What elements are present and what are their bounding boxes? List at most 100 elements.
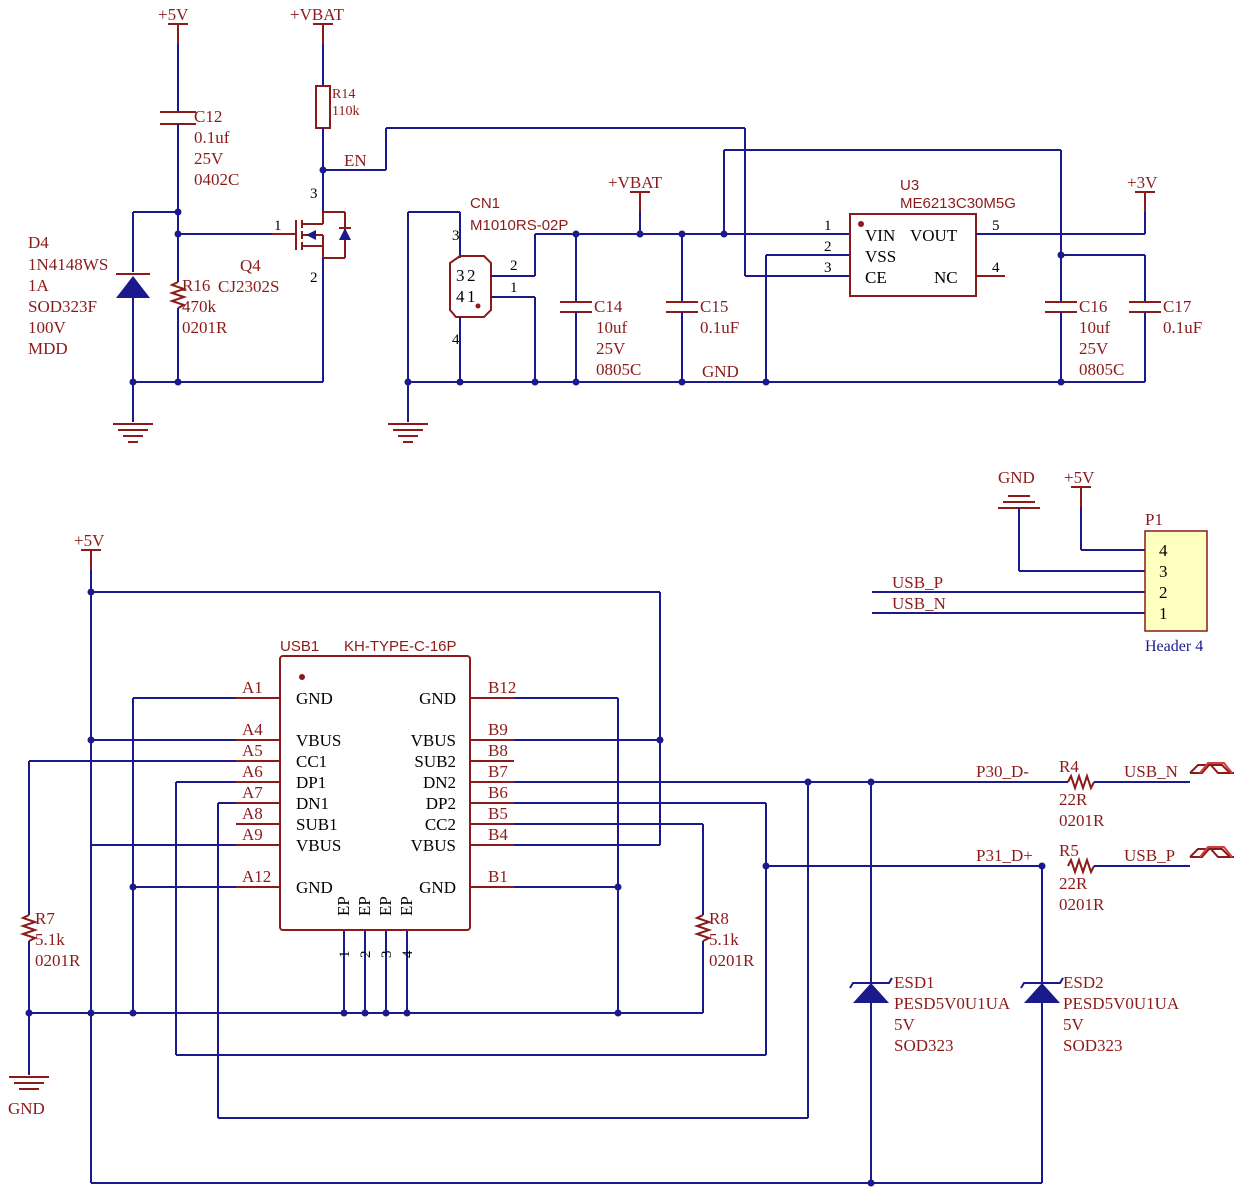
usb1-right-pin-2: B8: [488, 741, 508, 760]
usb1-left-label-6: VBUS: [296, 836, 341, 855]
cn1-pin-3: 3: [452, 228, 460, 244]
u3-pin-3: 3: [824, 260, 832, 276]
c14-value: 10uf: [596, 318, 628, 337]
usb1-left-label-4: DN1: [296, 794, 329, 813]
capacitor-c17: C17 0.1uF: [1129, 255, 1202, 382]
power-3v: +3V: [1127, 173, 1158, 212]
c12-ref: C12: [194, 107, 222, 126]
usb1-right-pin-0: B12: [488, 678, 516, 697]
r4-package: 0201R: [1059, 811, 1105, 830]
usb1-part: KH-TYPE-C-16P: [344, 638, 457, 655]
r8-ref: R8: [709, 909, 729, 928]
usb1-right-pin-3: B7: [488, 762, 508, 781]
resistor-r14: R14 110k: [315, 85, 359, 129]
port-symbol-usb-p: [1189, 846, 1234, 858]
usb1-left-pin-6: A9: [242, 825, 263, 844]
cn1-inner-4: 4: [456, 287, 465, 306]
usb1-left-pin-1: A4: [242, 720, 263, 739]
usb1-ref: USB1: [280, 638, 319, 655]
usb1-right-pin-5: B5: [488, 804, 508, 823]
r16-value: 470k: [182, 297, 217, 316]
cn1-part: M1010RS-02P: [470, 217, 568, 234]
cn1-pin-4: 4: [452, 332, 460, 348]
c12-package: 0402C: [194, 170, 239, 189]
u3-pin-5: 5: [992, 218, 1000, 234]
power-label-5v-top: +5V: [158, 5, 189, 24]
power-label-gnd-p1: GND: [998, 468, 1035, 487]
usb1-right-pin-7: B1: [488, 867, 508, 886]
capacitor-c14: C14 10uf 25V 0805C: [560, 234, 641, 382]
net-label-p30: P30_D-: [976, 762, 1029, 781]
usb1-right-pin-6: B4: [488, 825, 508, 844]
c16-voltage: 25V: [1079, 339, 1109, 358]
usb1-right-label-1: VBUS: [411, 731, 456, 750]
p1-part: Header 4: [1145, 638, 1203, 655]
r5-package: 0201R: [1059, 895, 1105, 914]
capacitor-c15: C15 0.1uF: [666, 234, 739, 382]
tvs-esd2: ESD2 PESD5V0U1UA 5V SOD323: [1020, 973, 1180, 1055]
power-vbat-mid: +VBAT: [608, 173, 663, 212]
c14-package: 0805C: [596, 360, 641, 379]
usb1-left-label-0: GND: [296, 689, 333, 708]
ground-symbol-usb: GND: [8, 1076, 49, 1118]
cn1-ref: CN1: [470, 195, 500, 212]
esd2-voltage: 5V: [1063, 1015, 1085, 1034]
d4-current: 1A: [28, 276, 50, 295]
usb-typec-connector: USB1 KH-TYPE-C-16P: [279, 638, 471, 931]
usb1-left-label-7: GND: [296, 878, 333, 897]
power-label-5v-p1: +5V: [1064, 468, 1095, 487]
tvs-esd1: ESD1 PESD5V0U1UA 5V SOD323: [849, 973, 1011, 1055]
usb1-ep-pin-2: 3: [379, 951, 395, 959]
power-5v-p1: +5V: [1064, 468, 1095, 507]
p1-pin-4: 4: [1159, 541, 1168, 560]
net-label-usb-p: USB_P: [892, 573, 943, 592]
power-5v-top: +5V: [158, 5, 189, 44]
u3-part: ME6213C30M5G: [900, 195, 1016, 212]
q4-pin-3: 3: [310, 186, 318, 202]
cn1-inner-3: 3: [456, 266, 465, 285]
r4-value: 22R: [1059, 790, 1088, 809]
usb1-right-label-6: VBUS: [411, 836, 456, 855]
u3-label-vin: VIN: [865, 226, 895, 245]
usb1-ep-pin-1: 2: [358, 951, 374, 959]
connector-cn1: 3 2 4 1 3 2 1 4 CN1 M1010RS-02P: [449, 195, 568, 348]
c12-voltage: 25V: [194, 149, 224, 168]
regulator-u3: U3 ME6213C30M5G 1 2 3 5 4 VIN VOUT VSS C…: [824, 177, 1016, 297]
cn1-inner-2: 2: [467, 266, 476, 285]
usb1-left-label-1: VBUS: [296, 731, 341, 750]
power-label-3v: +3V: [1127, 173, 1158, 192]
resistor-r5: R5 22R 0201R: [1059, 841, 1105, 914]
usb1-ep-label-1: EP: [355, 896, 374, 916]
usb1-right-label-0: GND: [419, 689, 456, 708]
net-label-usb-n: USB_N: [892, 594, 946, 613]
usb1-ep-label-0: EP: [334, 896, 353, 916]
usb1-left-pin-5: A8: [242, 804, 263, 823]
usb1-right-label-3: DN2: [423, 773, 456, 792]
usb1-left-pin-4: A7: [242, 783, 263, 802]
d4-manufacturer: MDD: [28, 339, 68, 358]
c16-value: 10uf: [1079, 318, 1111, 337]
net-label-gnd: GND: [702, 362, 739, 381]
p1-pin-2: 2: [1159, 583, 1168, 602]
c12-value: 0.1uf: [194, 128, 230, 147]
c15-value: 0.1uF: [700, 318, 739, 337]
power-gnd-p1: GND: [998, 468, 1040, 509]
net-label-en: EN: [344, 151, 367, 170]
r4-ref: R4: [1059, 757, 1079, 776]
r5-ref: R5: [1059, 841, 1079, 860]
resistor-r16: R16 470k 0201R: [168, 276, 228, 382]
cn1-inner-1: 1: [467, 287, 476, 306]
header-p1: P1 4 3 2 1 Header 4: [1144, 510, 1208, 655]
p1-pin-3: 3: [1159, 562, 1168, 581]
mosfet-q4: 1 3 2 Q4 CJ2302S: [218, 186, 351, 296]
net-label-p31: P31_D+: [976, 846, 1033, 865]
r7-ref: R7: [35, 909, 55, 928]
usb1-ep-label-2: EP: [376, 896, 395, 916]
esd2-package: SOD323: [1063, 1036, 1123, 1055]
usb1-left-pin-3: A6: [242, 762, 263, 781]
u3-label-ce: CE: [865, 268, 887, 287]
cn1-pin-2: 2: [510, 258, 518, 274]
d4-voltage: 100V: [28, 318, 67, 337]
usb1-left-pin-7: A12: [242, 867, 271, 886]
r14-value: 110k: [332, 104, 359, 119]
